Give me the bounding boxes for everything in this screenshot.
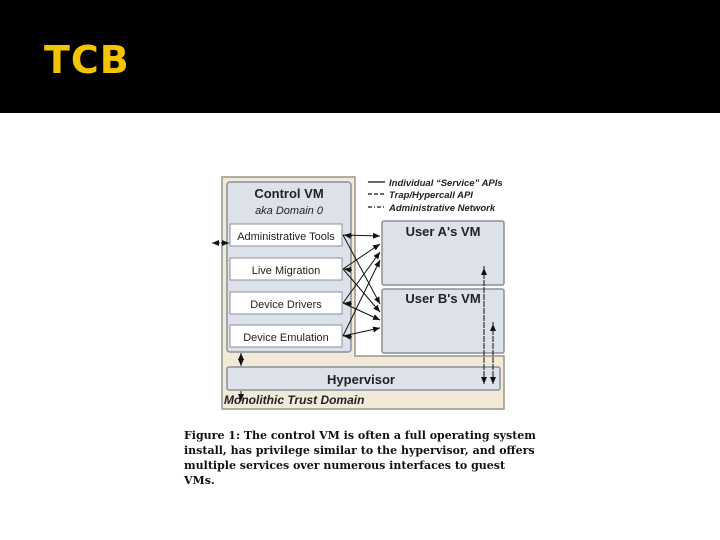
component-box-device-drivers [229,291,343,315]
control-vm-subtitle: aka Domain 0 [255,205,324,217]
control-vm-title: Control VM [254,186,323,201]
component-label-device-drivers: Device Drivers [250,299,322,311]
component-box-administrative-tools [229,223,343,247]
slide-title: TCB [44,38,130,82]
component-label-device-emulation: Device Emulation [243,332,329,344]
hypercall-api-links [238,266,496,401]
service-api-return-arrows [343,232,353,340]
component-box-live-migration [229,257,343,281]
user-a-vm-box [381,220,505,286]
component-label-live-migration: Live Migration [252,265,320,277]
user-a-vm-label: User A's VM [406,224,481,239]
legend-solid-label: Individual “Service” APIs [389,178,503,189]
user-b-vm-label: User B's VM [405,291,480,306]
hypervisor-box [226,366,501,391]
legend: Individual “Service” APIs Trap/Hypercall… [368,178,503,214]
slide-title-bar [0,0,720,113]
legend-dashdot-label: Administrative Network [388,203,496,214]
legend-dashed-label: Trap/Hypercall API [389,190,473,201]
figure-caption: Figure 1: The control VM is often a full… [184,429,536,487]
user-b-vm-box [381,288,505,354]
component-label-administrative-tools: Administrative Tools [237,231,335,243]
trust-domain-label: Monolithic Trust Domain [224,393,364,407]
component-box-device-emulation [229,324,343,348]
hypervisor-label: Hypervisor [327,372,395,387]
